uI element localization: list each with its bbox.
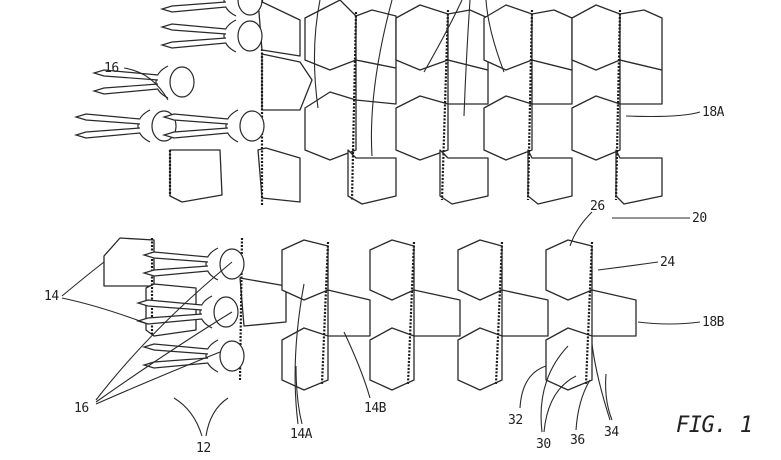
label-36: 36 [570,433,585,448]
seat-column-2-bottom [281,239,371,391]
label-26: 26 [590,199,605,214]
figure-title: FIG. 1 [676,413,752,438]
label-18b: 18B [702,315,725,330]
seat-row-18a [75,0,663,205]
reference-labels: 16 18A 26 20 24 14 18B 16 12 14A 14B 32 … [44,61,753,456]
seat-column-4-bottom [457,239,549,391]
label-12: 12 [196,441,211,456]
label-30: 30 [536,437,551,452]
seat-column-4-top [483,4,573,205]
label-16-top: 16 [104,61,119,76]
label-32: 32 [508,413,523,428]
leader-lines [61,0,701,437]
seat-column-3-top [395,4,489,205]
seat-column-2-top [304,0,397,205]
label-14b: 14B [364,401,387,416]
seat-column-5-bottom [545,239,637,391]
label-16-bottom: 16 [74,401,89,416]
seat-column-1-top [168,0,313,205]
seat-column-5-top [571,4,663,205]
label-20: 20 [692,211,707,226]
label-34: 34 [604,425,619,440]
seat-column-3-bottom [369,239,461,391]
label-24: 24 [660,255,675,270]
label-14a: 14A [290,427,313,442]
label-18a: 18A [702,105,725,120]
seat-row-18b [103,237,637,391]
label-14: 14 [44,289,59,304]
